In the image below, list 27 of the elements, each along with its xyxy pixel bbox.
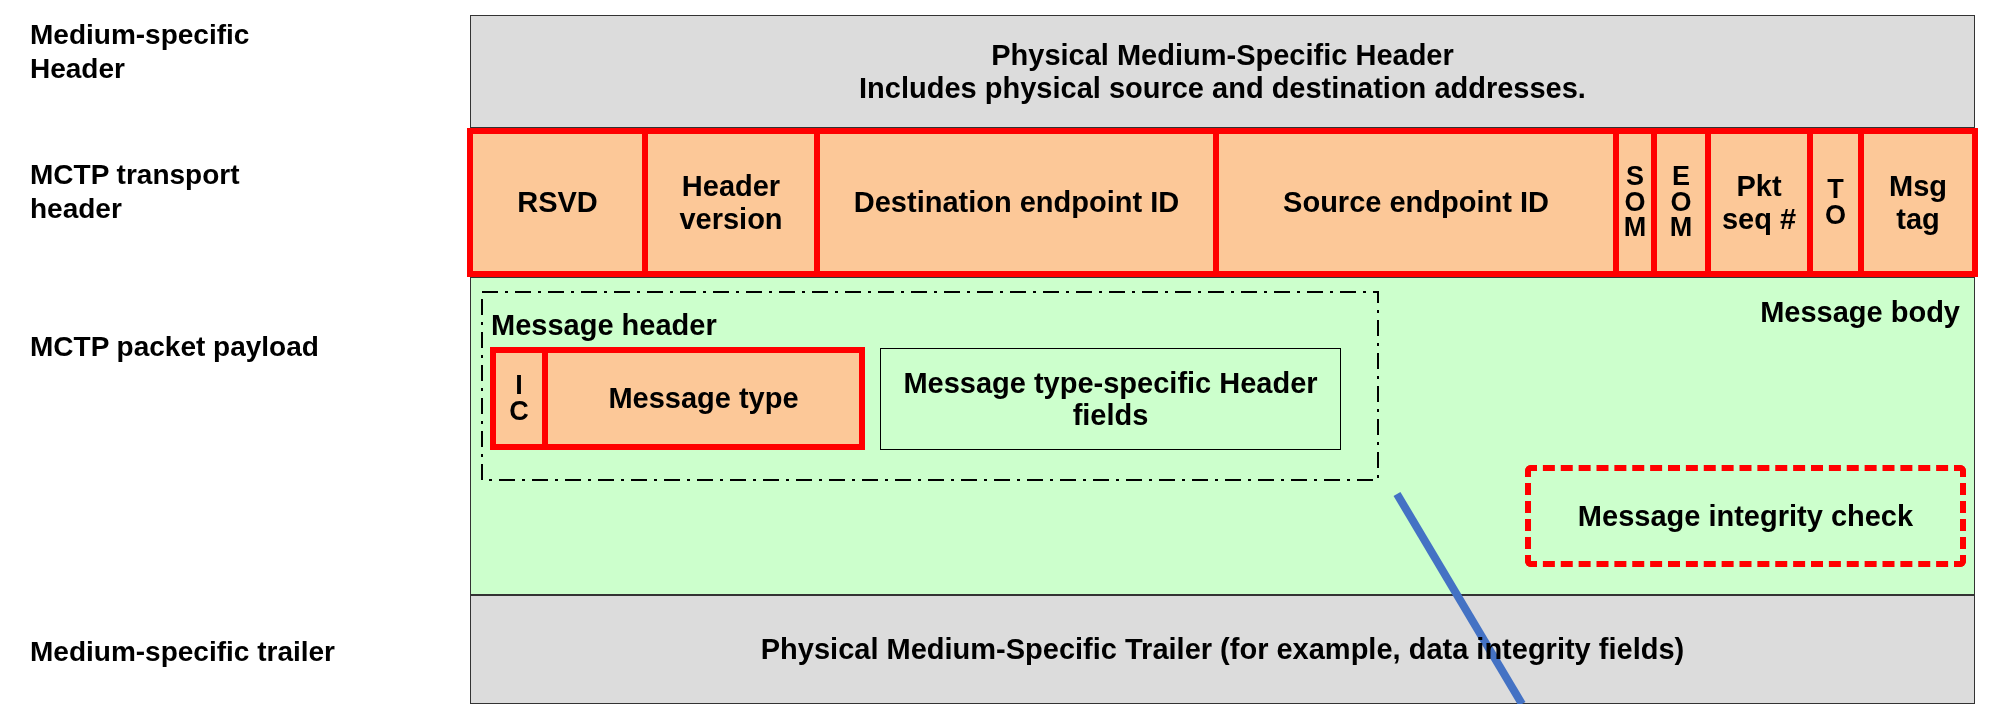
field-label: I C	[508, 372, 530, 425]
row-label: MCTP packet payload	[30, 330, 320, 364]
payload-band	[470, 277, 1975, 595]
field-label: Source endpoint ID	[1282, 186, 1550, 219]
field-label: E O M	[1668, 164, 1694, 241]
field-box	[880, 348, 1341, 450]
trailer-band	[470, 595, 1975, 704]
field-label: S O M	[1622, 164, 1648, 241]
field-label: Message type	[608, 382, 799, 415]
field-label: Msg tag	[1888, 170, 1948, 235]
field-label: T O	[1824, 176, 1847, 229]
row-label: Medium-specific trailer	[30, 635, 336, 669]
field-label: RSVD	[516, 186, 599, 219]
field-label: Pkt seq #	[1720, 170, 1798, 235]
band-text: Includes physical source and destination addresses.	[859, 71, 1586, 104]
row-label: MCTP transport header	[30, 158, 241, 226]
field-label: Destination endpoint ID	[852, 186, 1181, 219]
row-label: Medium-specific Header	[30, 18, 251, 86]
field-label: Message integrity check	[1577, 499, 1914, 533]
header-band	[470, 15, 1975, 128]
message-header-box	[481, 291, 1379, 481]
integrity-check-box	[1525, 465, 1966, 567]
group-title: Message header	[491, 309, 717, 342]
band-title: Message body	[1760, 296, 1960, 329]
band-title: Physical Medium-Specific Header	[991, 39, 1454, 72]
field-label: Message type-specific Header fields	[902, 366, 1319, 432]
field-label: Header version	[678, 170, 784, 235]
